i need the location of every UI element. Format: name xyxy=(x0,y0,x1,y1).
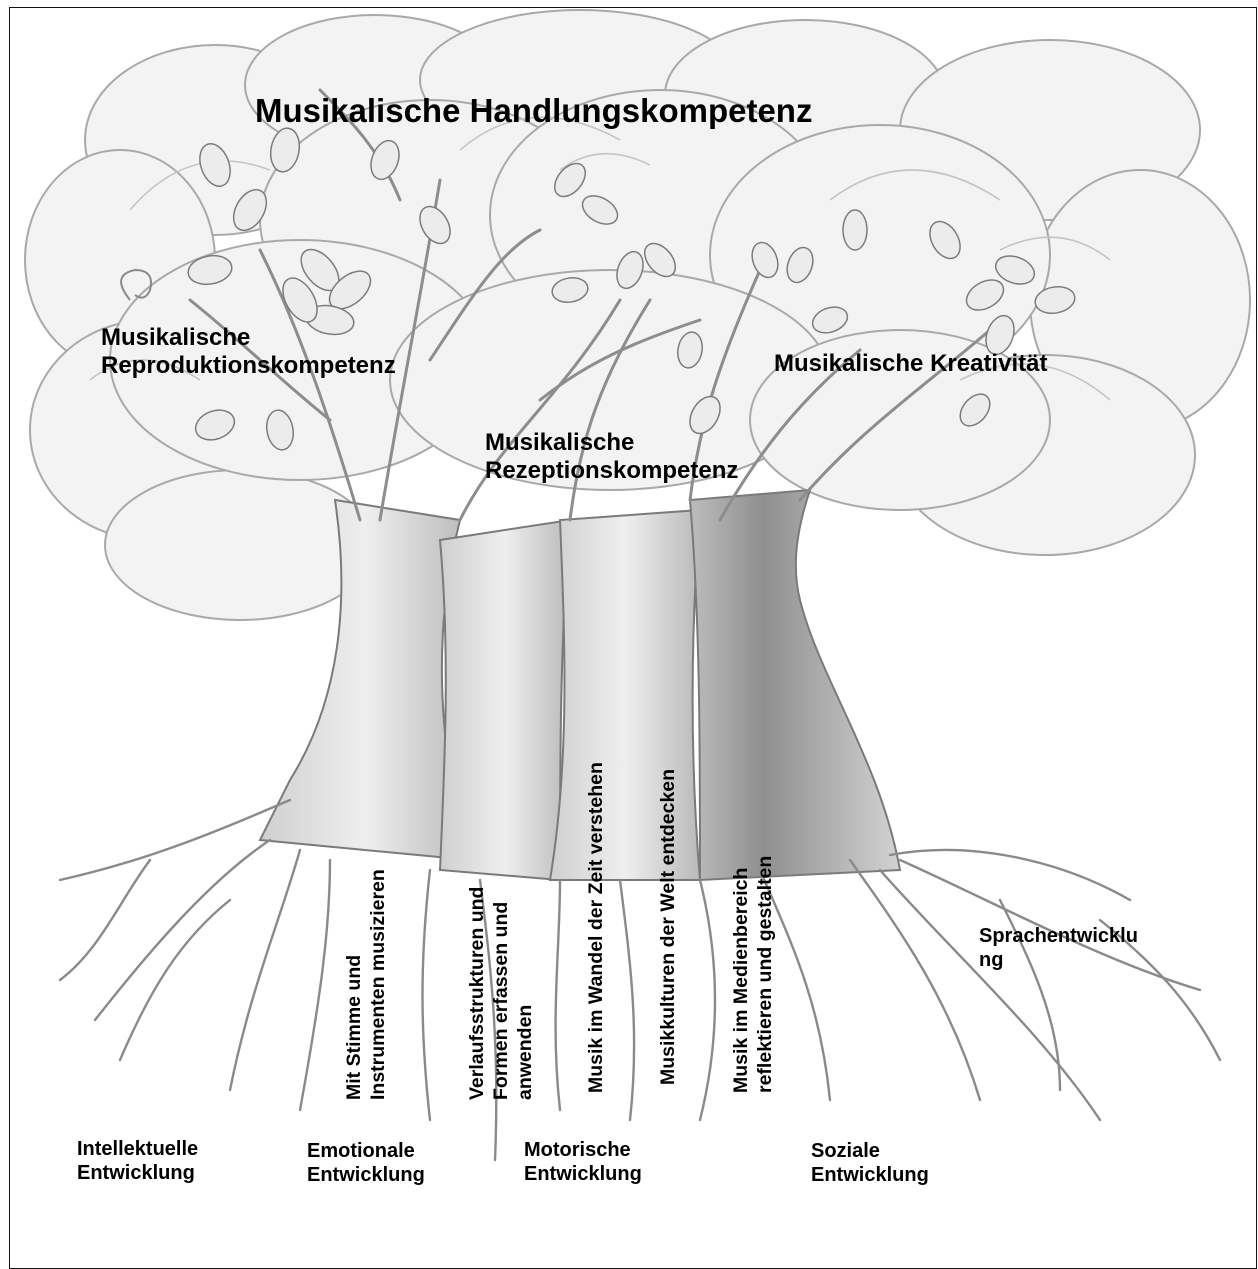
label-soziale-entwicklung: Soziale Entwicklung xyxy=(811,1140,929,1187)
diagram-title: Musikalische Handlungskompetenz xyxy=(255,93,812,129)
label-line: Instrumenten musizieren xyxy=(367,869,391,1100)
label-line: Musik im Medienbereich xyxy=(730,856,754,1093)
label-sprachentwicklung: Sprachentwicklu ng xyxy=(979,925,1138,972)
trunk-label-musikkulturen: Musikkulturen der Welt entdecken xyxy=(657,769,681,1085)
label-line: Entwicklung xyxy=(524,1163,642,1187)
label-line: Sprachentwicklu xyxy=(979,925,1138,949)
label-line: ng xyxy=(979,949,1138,973)
label-line: Motorische xyxy=(524,1139,642,1163)
label-emotionale-entwicklung: Emotionale Entwicklung xyxy=(307,1140,425,1187)
label-line: Entwicklung xyxy=(811,1164,929,1188)
trunk-label-wandel-der-zeit: Musik im Wandel der Zeit verstehen xyxy=(585,762,609,1093)
label-line: Musik im Wandel der Zeit verstehen xyxy=(585,762,609,1093)
label-line: Verlaufsstrukturen und xyxy=(466,887,490,1100)
trunk-label-musizieren: Mit Stimme und Instrumenten musizieren xyxy=(343,869,391,1100)
label-line: Musikkulturen der Welt entdecken xyxy=(657,769,681,1085)
label-kreativitaet: Musikalische Kreativität xyxy=(774,350,1047,378)
label-line: Intellektuelle xyxy=(77,1138,198,1162)
label-line: Entwicklung xyxy=(307,1164,425,1188)
label-line: Entwicklung xyxy=(77,1162,198,1186)
label-line: Formen erfassen und xyxy=(490,887,514,1100)
label-line: Reproduktionskompetenz xyxy=(101,352,396,380)
label-line: Musikalische xyxy=(101,324,396,352)
label-line: anwenden xyxy=(514,887,538,1100)
trunk-label-verlaufsstrukturen: Verlaufsstrukturen und Formen erfassen u… xyxy=(466,887,537,1100)
label-line: Emotionale xyxy=(307,1140,425,1164)
label-line: Rezeptionskompetenz xyxy=(485,457,738,485)
tree-trunk xyxy=(260,490,900,880)
label-intellektuelle-entwicklung: Intellektuelle Entwicklung xyxy=(77,1138,198,1185)
label-rezeptionskompetenz: Musikalische Rezeptionskompetenz xyxy=(485,429,738,486)
label-line: Mit Stimme und xyxy=(343,869,367,1100)
trunk-label-medienbereich: Musik im Medienbereich reflektieren und … xyxy=(730,856,778,1093)
label-line: reflektieren und gestalten xyxy=(754,856,778,1093)
label-motorische-entwicklung: Motorische Entwicklung xyxy=(524,1139,642,1186)
label-line: Soziale xyxy=(811,1140,929,1164)
label-reproduktionskompetenz: Musikalische Reproduktionskompetenz xyxy=(101,324,396,381)
label-line: Musikalische xyxy=(485,429,738,457)
